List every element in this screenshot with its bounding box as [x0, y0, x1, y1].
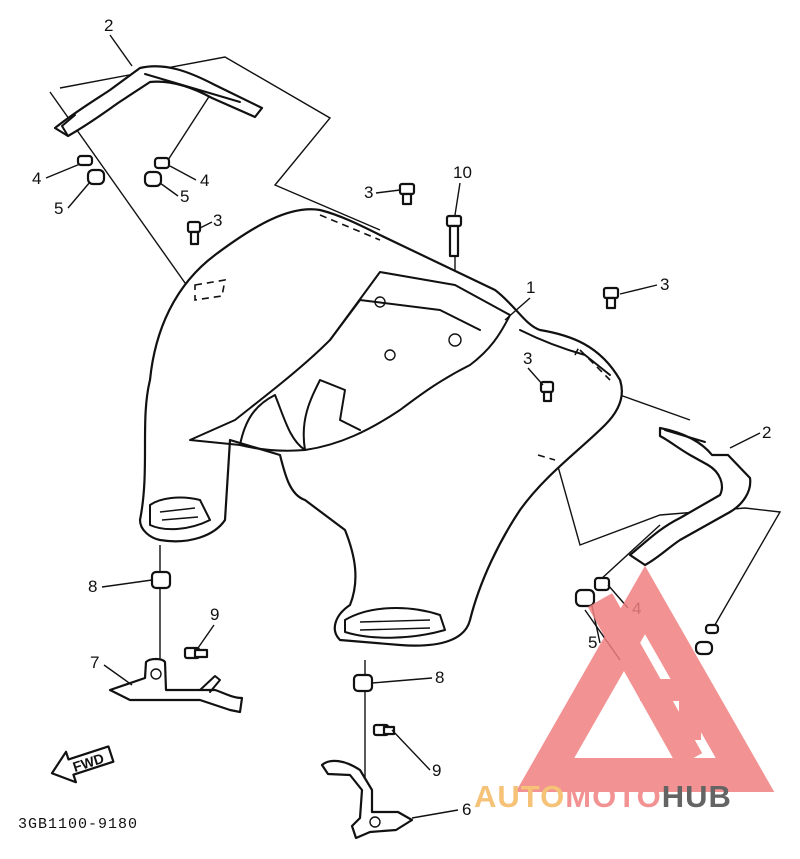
callout-c5b: 5	[180, 187, 189, 206]
watermark-moto: MOTO	[565, 779, 661, 814]
front-fender	[138, 208, 623, 647]
nut-4-a	[76, 154, 94, 167]
callout-c3a: 3	[213, 211, 222, 230]
bolt-10	[445, 214, 463, 258]
callout-leaders	[45, 34, 761, 819]
watermark-hub: HUB	[662, 779, 732, 814]
drawing-code: 3GB1100-9180	[18, 816, 138, 833]
bolt-3-a	[186, 220, 202, 246]
callout-c6: 6	[462, 800, 471, 819]
grommet-8-a	[150, 570, 172, 590]
callout-c2b: 2	[762, 423, 771, 442]
watermark-auto: AUTO	[474, 779, 565, 814]
collar-5-b	[143, 170, 163, 188]
bolt-3-d	[539, 380, 555, 403]
callout-c9a: 9	[210, 605, 219, 624]
grommet-8-b	[352, 673, 374, 693]
collar-5-a	[86, 168, 106, 186]
callout-c3d: 3	[523, 349, 532, 368]
collar-5-d	[694, 640, 714, 656]
bracket-2-left	[53, 65, 264, 138]
svg-text:AUTOMOTOHUB: AUTOMOTOHUB	[474, 779, 732, 814]
fwd-arrow: FWD	[50, 745, 115, 784]
callout-c5a: 5	[54, 199, 63, 218]
bolt-9-b	[372, 723, 396, 737]
callout-c9b: 9	[432, 761, 441, 780]
bracket-2-right	[628, 426, 752, 567]
callout-c3b: 3	[364, 183, 373, 202]
callout-c8a: 8	[88, 577, 97, 596]
callout-c1: 1	[526, 278, 535, 297]
bolt-3-b	[398, 182, 416, 206]
fasteners	[76, 154, 720, 737]
bracket-7	[108, 657, 244, 714]
collar-5-c	[574, 588, 596, 608]
callout-c7: 7	[90, 653, 99, 672]
nut-4-c	[593, 576, 611, 592]
callout-c5c: 5	[588, 633, 597, 652]
callout-c4b: 4	[200, 171, 209, 190]
nut-4-b	[153, 156, 171, 170]
fwd-label: FWD	[71, 750, 106, 775]
callout-c4a: 4	[32, 169, 41, 188]
callout-c8b: 8	[435, 668, 444, 687]
bolt-3-c	[602, 286, 620, 310]
nut-4-d	[704, 623, 720, 635]
bolt-9-a	[183, 646, 209, 660]
watermark-logo: AUTOMOTOHUB	[474, 565, 775, 814]
callout-c10: 10	[453, 163, 472, 182]
bracket-6	[320, 759, 414, 840]
callout-c3c: 3	[660, 275, 669, 294]
callout-c2a: 2	[104, 16, 113, 35]
